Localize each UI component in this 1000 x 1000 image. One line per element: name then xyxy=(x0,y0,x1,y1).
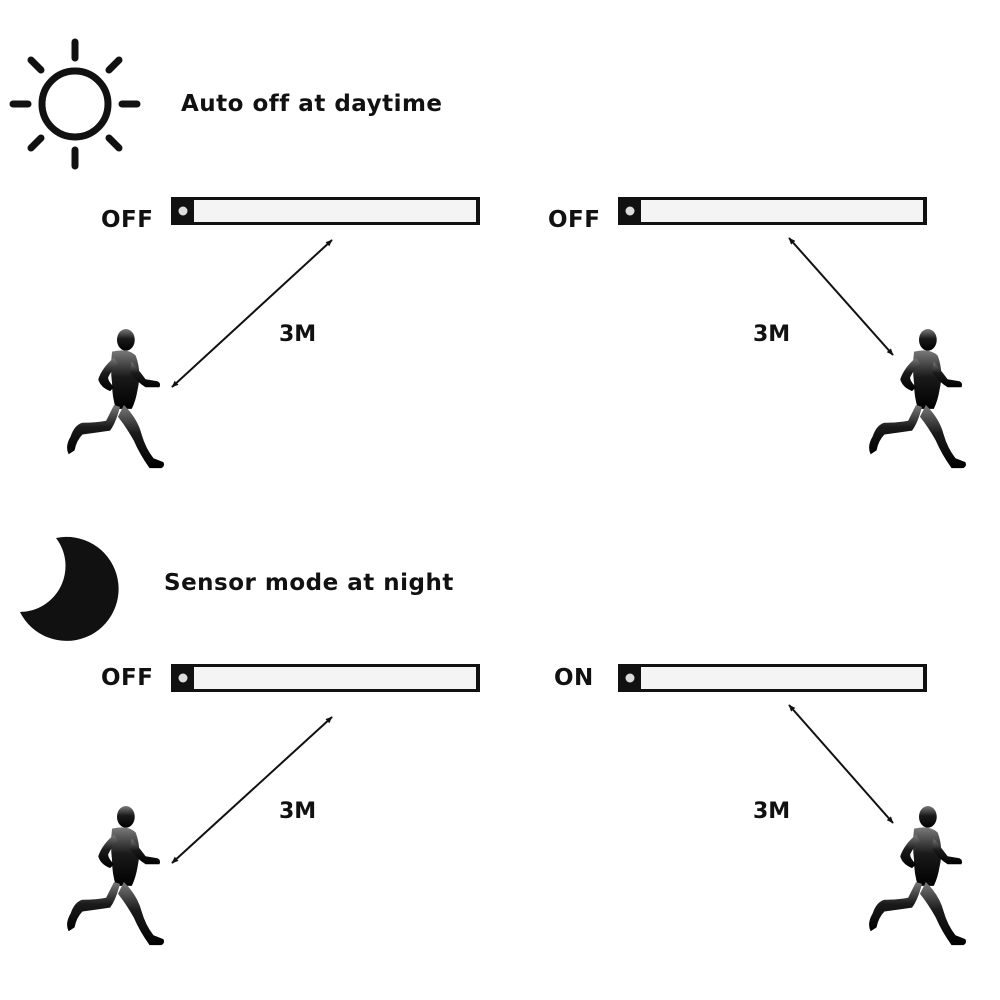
running-person-icon xyxy=(869,805,967,946)
light-bar-day-right xyxy=(618,197,927,225)
state-label-night-left: OFF xyxy=(101,665,154,691)
distance-label-day-left: 3M xyxy=(279,322,317,347)
light-bar-night-right xyxy=(618,664,927,692)
running-person-icon xyxy=(67,805,165,946)
distance-label-night-left: 3M xyxy=(279,799,317,824)
state-label-day-left: OFF xyxy=(101,207,154,233)
distance-label-night-right: 3M xyxy=(753,799,791,824)
state-label-night-right: ON xyxy=(554,665,594,691)
sun-icon xyxy=(9,38,141,170)
light-bar-night-left xyxy=(171,664,480,692)
distance-arrow-night-right xyxy=(788,704,894,824)
distance-label-day-right: 3M xyxy=(753,322,791,347)
distance-arrow-day-right xyxy=(788,237,894,356)
state-label-day-right: OFF xyxy=(548,207,601,233)
running-person-icon xyxy=(869,328,967,469)
distance-arrow-night-left xyxy=(171,716,333,864)
running-person-icon xyxy=(67,328,165,469)
distance-arrow-day-left xyxy=(171,239,333,388)
light-bar-day-left xyxy=(171,197,480,225)
crescent-moon-icon xyxy=(20,536,119,641)
daytime-title: Auto off at daytime xyxy=(181,91,443,117)
night-title: Sensor mode at night xyxy=(164,570,454,596)
